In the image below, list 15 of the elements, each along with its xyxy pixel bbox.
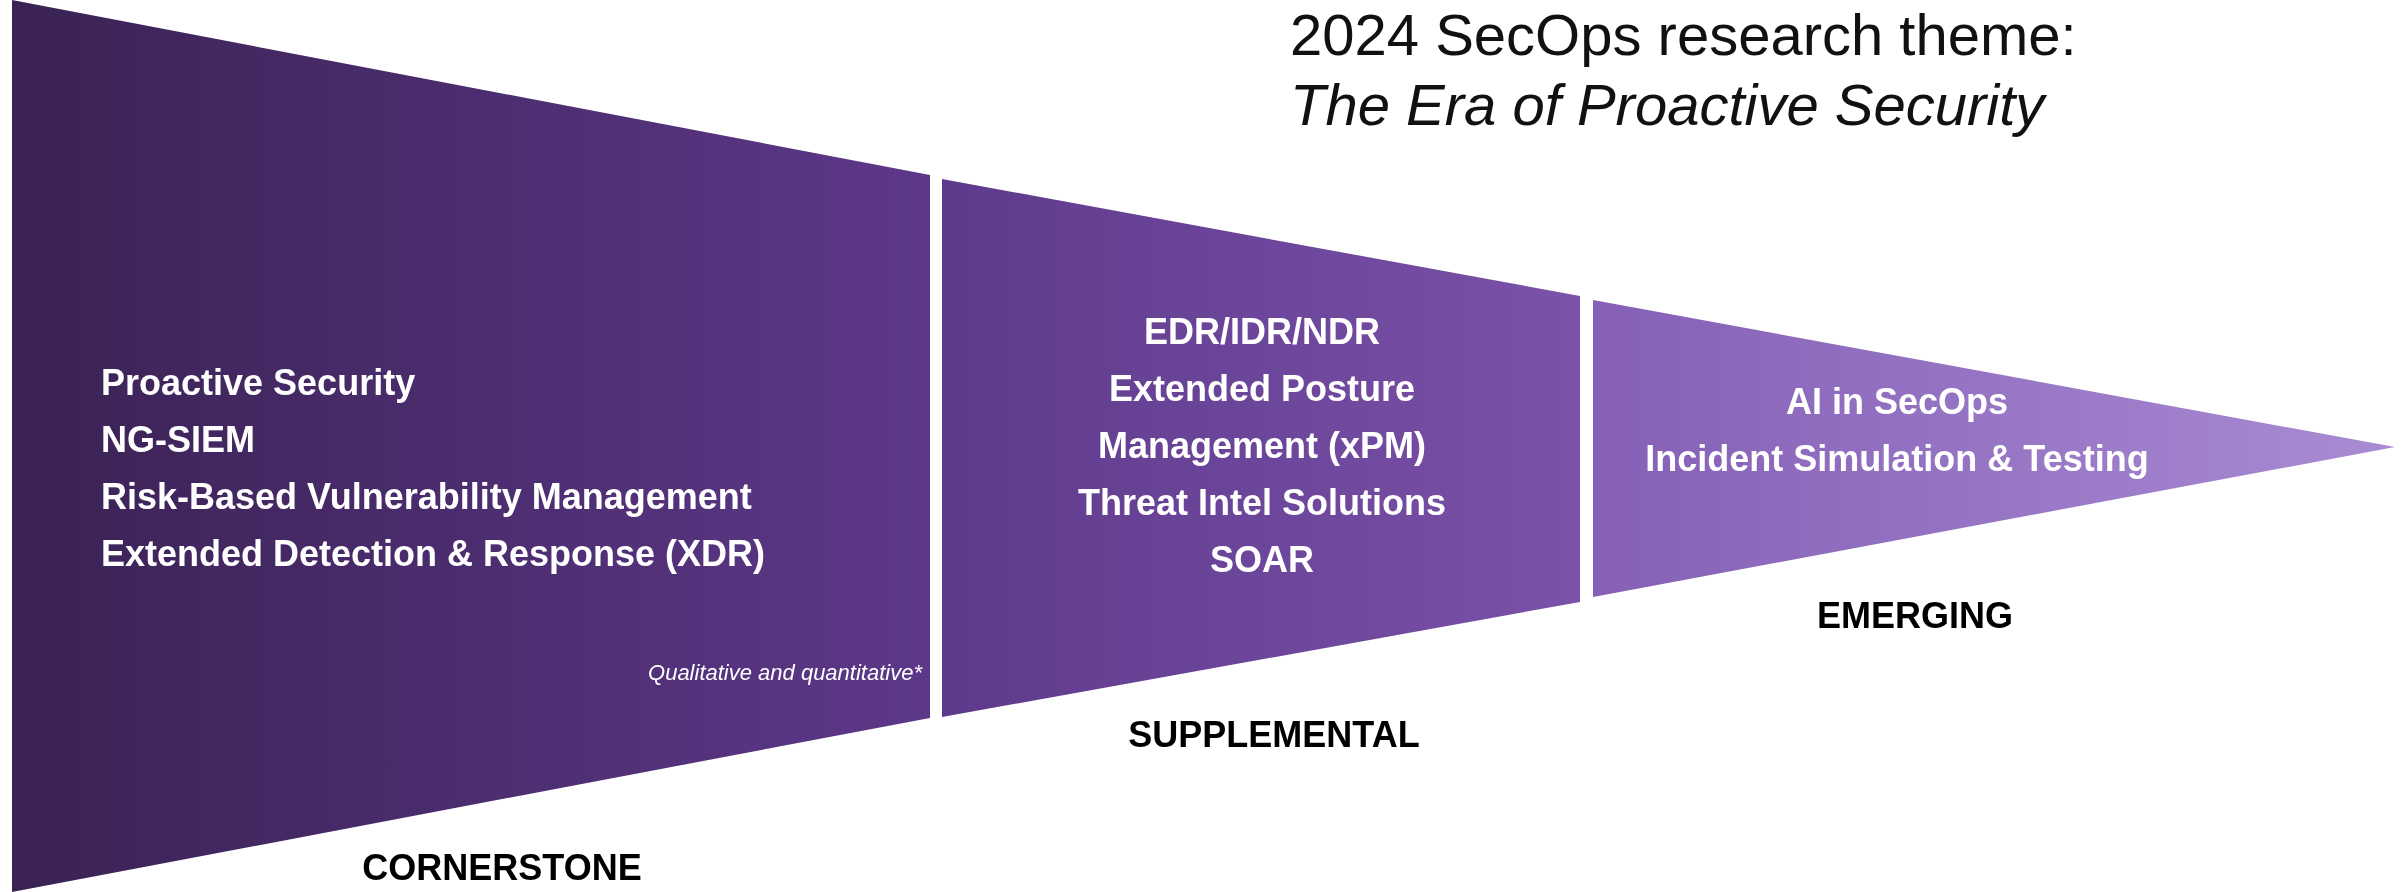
- segment-item: AI in SecOps: [1785, 380, 2009, 424]
- segment-item: Extended Detection & Response (XDR): [101, 532, 766, 576]
- footnote: Qualitative and quantitative*: [648, 660, 922, 686]
- segment-item: Extended Posture Management (xPM): [1096, 367, 1427, 468]
- segment-item: Proactive Security: [101, 361, 416, 405]
- segment-item: Risk-Based Vulnerability Management: [101, 475, 752, 519]
- segment-label: SUPPLEMENTAL: [1128, 714, 1420, 756]
- segment-item: SOAR: [1210, 538, 1314, 582]
- segment-item: NG-SIEM: [101, 418, 255, 462]
- segment-item: EDR/IDR/NDR: [1144, 310, 1380, 354]
- segment-label: CORNERSTONE: [362, 847, 642, 889]
- title: 2024 SecOps research theme: The Era of Proactive Security: [1290, 1, 2077, 139]
- segment-item: Threat Intel Solutions: [1078, 481, 1446, 525]
- segment-item: Incident Simulation & Testing: [1645, 437, 2149, 481]
- segment-label: EMERGING: [1817, 595, 2013, 637]
